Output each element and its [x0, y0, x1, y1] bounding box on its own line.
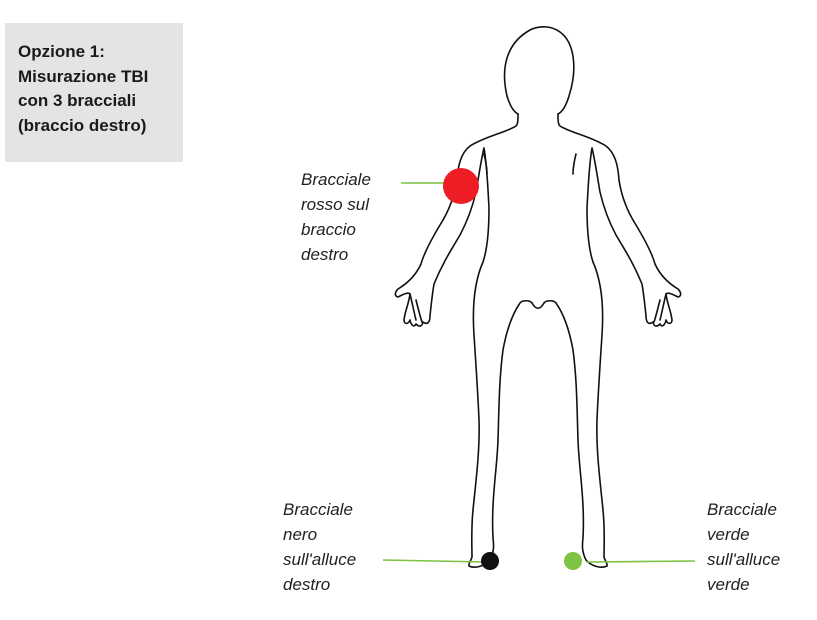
left-armpit-line [483, 153, 488, 175]
red-cuff-label-line-2: rosso sul [301, 195, 370, 214]
red-cuff-marker [443, 168, 479, 204]
black-cuff-label-line-3: sull'alluce [283, 550, 357, 569]
right-hand-fingers [653, 293, 667, 323]
green-cuff-leader-line [585, 560, 696, 563]
right-armpit-line [572, 153, 577, 175]
title-line-4: (braccio destro) [18, 115, 147, 135]
black-cuff-marker [481, 552, 499, 570]
red-cuff-label: Bracciale rosso sul braccio destro [301, 167, 371, 267]
option-title-box: Opzione 1: Misurazione TBI con 3 braccia… [5, 23, 183, 162]
title-line-3: con 3 bracciali [18, 91, 137, 110]
black-cuff-label-line-4: destro [283, 575, 331, 594]
body-outline [394, 26, 682, 568]
black-cuff-label: Bracciale nero sull'alluce destro [283, 497, 356, 597]
crotch-outline [531, 302, 545, 310]
black-cuff-leader-line [382, 559, 486, 563]
body-right-side [543, 113, 682, 568]
head-outline [503, 26, 575, 115]
green-cuff-label: Bracciale verde sull'alluce verde [707, 497, 780, 597]
left-hand-fingers [409, 293, 423, 323]
black-cuff-label-line-1: Bracciale [283, 500, 353, 519]
green-cuff-label-line-2: verde [707, 525, 750, 544]
green-cuff-marker [564, 552, 582, 570]
black-cuff-label-line-2: nero [283, 525, 318, 544]
chin-outline [506, 95, 519, 115]
red-cuff-label-line-3: braccio [301, 220, 356, 239]
red-cuff-label-line-4: destro [301, 245, 349, 264]
red-cuff-label-line-1: Bracciale [301, 170, 371, 189]
title-line-2: Misurazione TBI [18, 66, 149, 86]
title-line-1: Opzione 1: [18, 42, 105, 61]
green-cuff-label-line-3: sull'alluce [707, 550, 781, 569]
green-cuff-label-line-4: verde [707, 575, 750, 594]
green-cuff-label-line-1: Bracciale [707, 500, 777, 519]
